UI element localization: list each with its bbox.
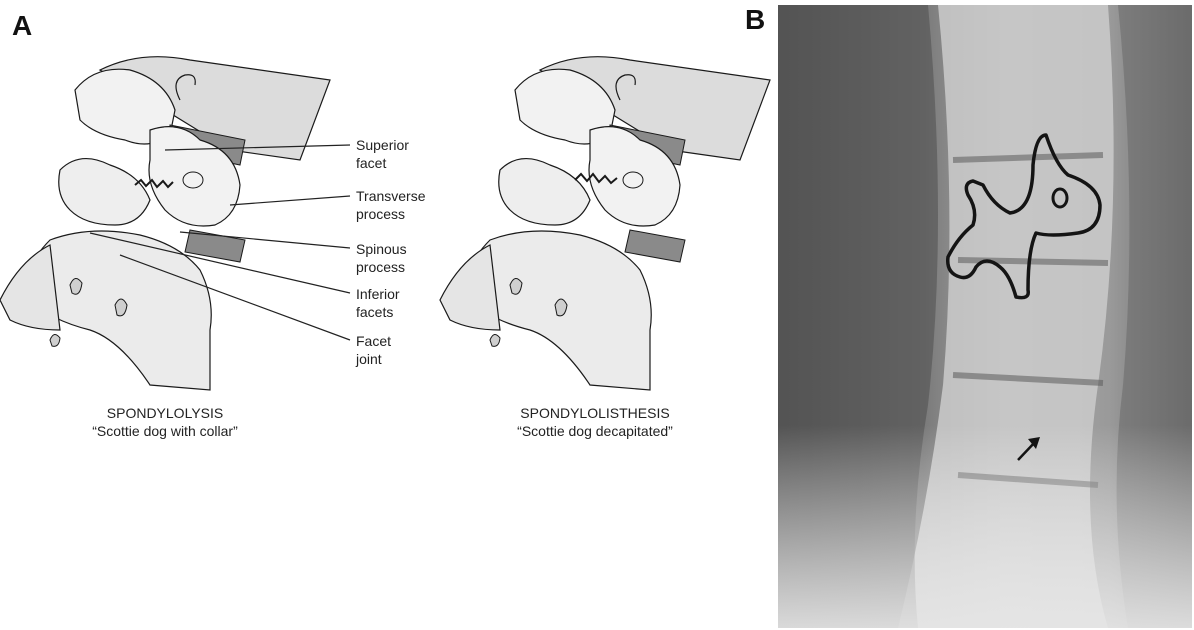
caption-spondylolysis: SPONDYLOLYSIS “Scottie dog with collar” [60, 404, 270, 440]
xray-image [778, 5, 1192, 628]
pointer-transverse-process [230, 196, 350, 205]
spondylolysis-figure [0, 57, 330, 390]
caption-spondylolisthesis: SPONDYLOLISTHESIS “Scottie dog decapitat… [485, 404, 705, 440]
spondylolisthesis-figure [440, 57, 770, 390]
